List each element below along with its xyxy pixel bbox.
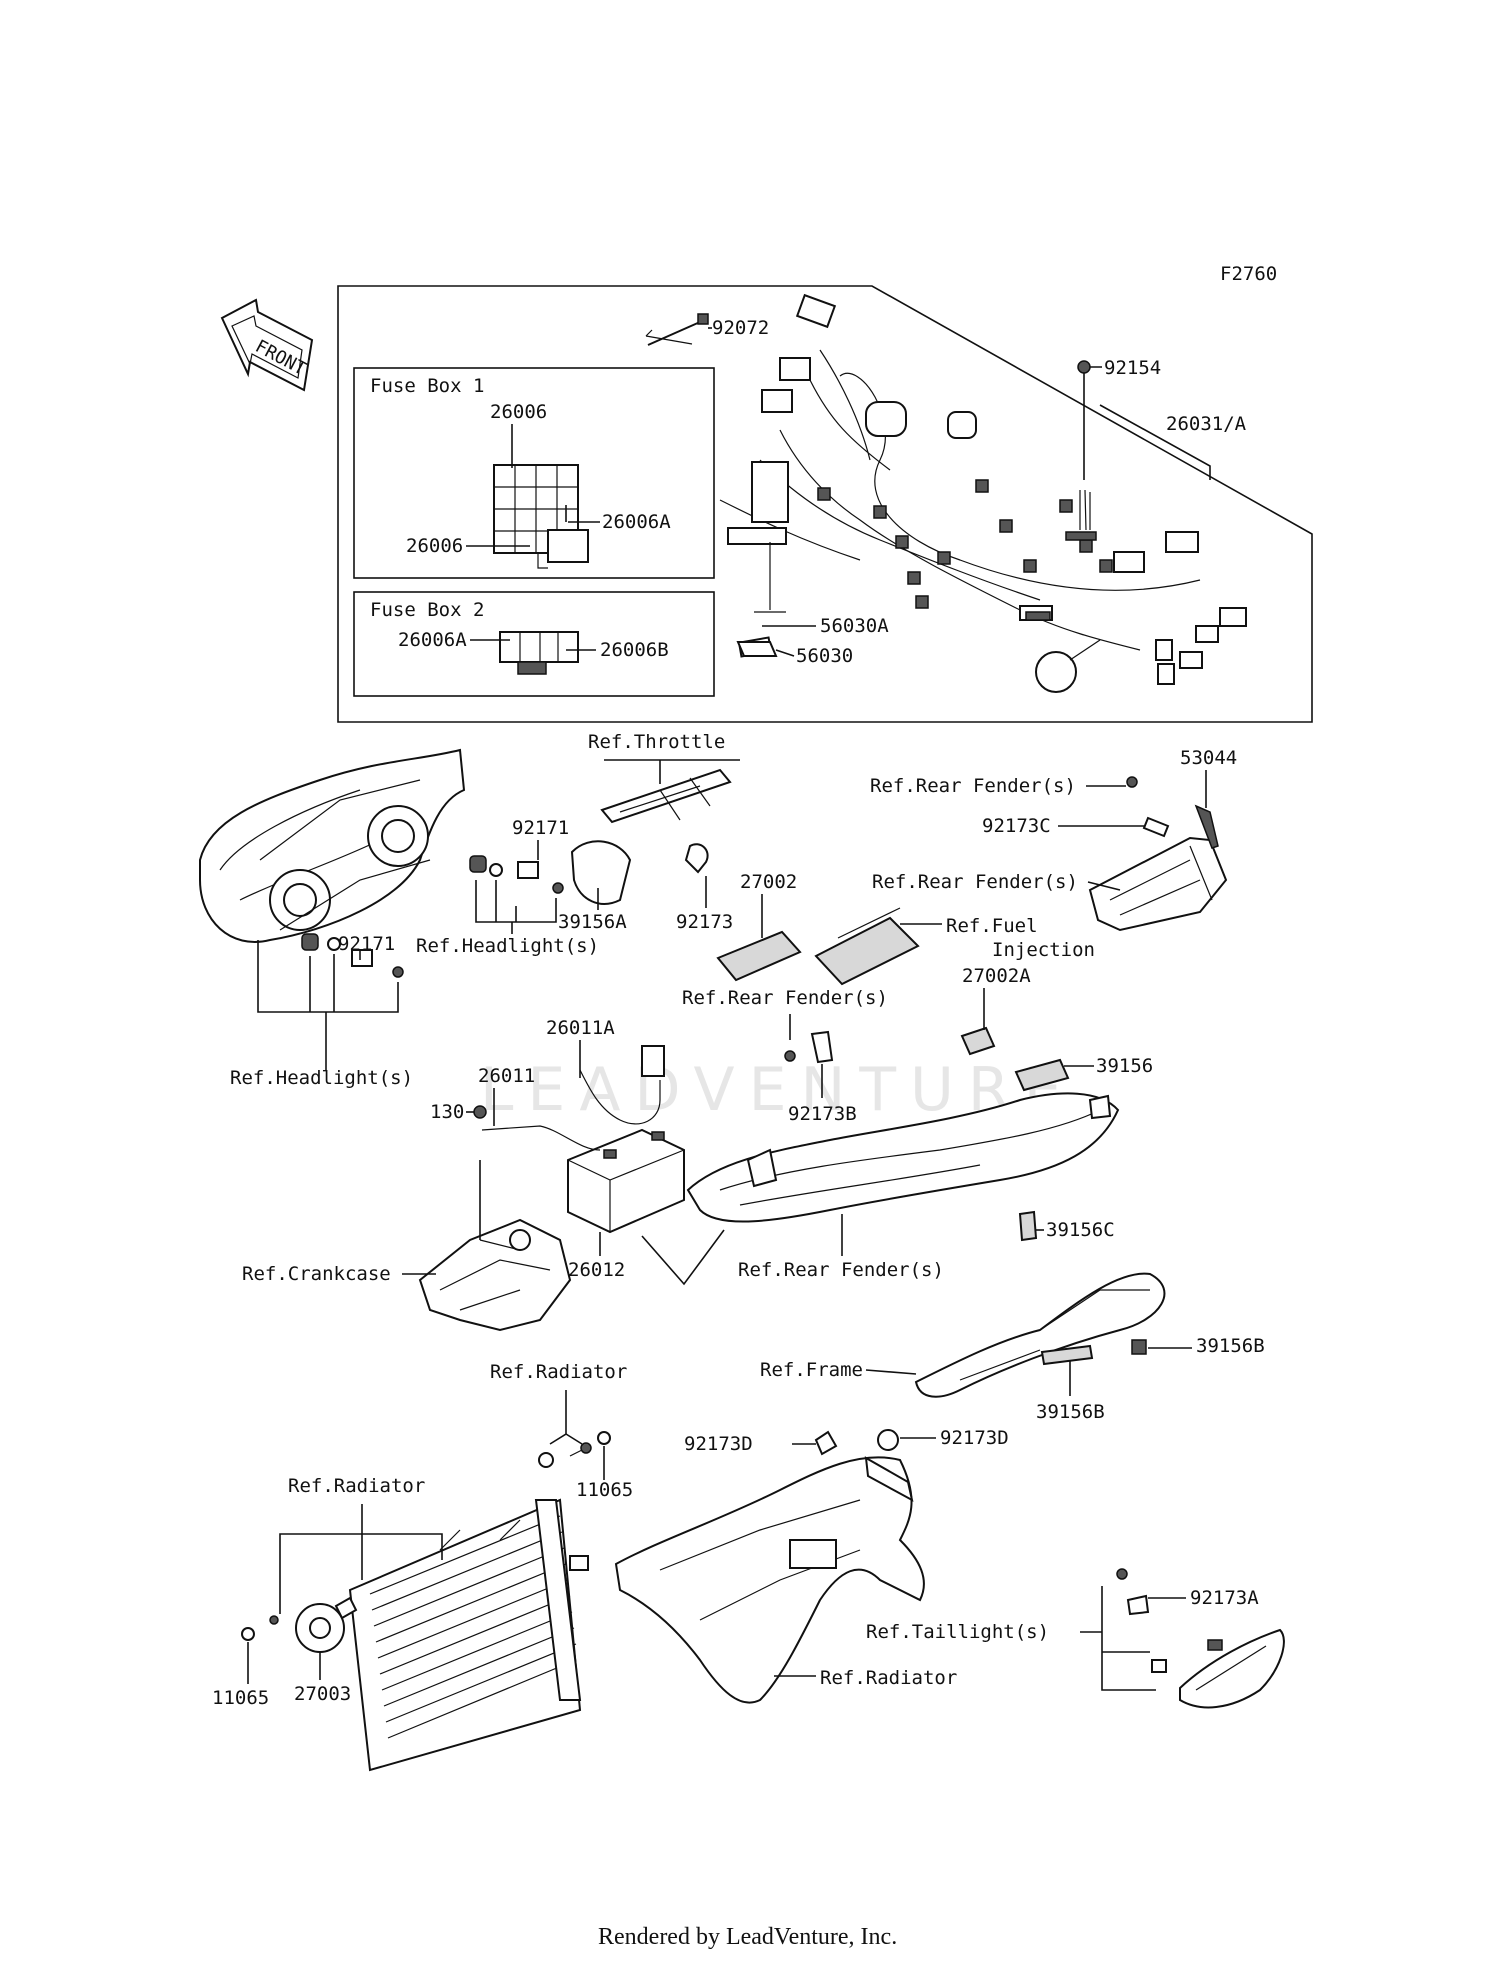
clip-graphic	[810, 1030, 834, 1064]
fuse-box-2-graphic	[499, 631, 579, 675]
label-92173: 92173	[676, 911, 733, 933]
watermark: LEADVENTURE	[480, 1055, 1076, 1125]
label-92173C: 92173C	[982, 815, 1051, 837]
leader	[279, 1504, 443, 1614]
fuse-box-2-title: Fuse Box 2	[370, 599, 484, 621]
label-92154: 92154	[1104, 357, 1161, 379]
label-39156B-right: 39156B	[1196, 1335, 1265, 1357]
label-92173A: 92173A	[1190, 1587, 1259, 1609]
label-92072: 92072	[712, 317, 769, 339]
label-92171-upper: 92171	[512, 817, 569, 839]
label-ref-crankcase: Ref.Crankcase	[242, 1263, 391, 1285]
label-ref-fuel-2: Injection	[992, 939, 1095, 961]
label-27003: 27003	[294, 1683, 351, 1705]
leader	[641, 1229, 725, 1286]
label-92173B: 92173B	[788, 1103, 857, 1125]
fuse-box-1-graphic	[493, 464, 589, 569]
label-11065-lower: 11065	[212, 1687, 269, 1709]
rear-fender-bracket-graphic	[1088, 776, 1228, 932]
label-ref-fuel-1: Ref.Fuel	[946, 915, 1038, 937]
label-27002: 27002	[740, 871, 797, 893]
label-ref-taillight: Ref.Taillight(s)	[866, 1621, 1049, 1643]
leader	[565, 505, 600, 523]
label-26011A: 26011A	[546, 1017, 615, 1039]
label-39156: 39156	[1096, 1055, 1153, 1077]
bolt-icon	[1077, 360, 1091, 374]
label-92173D-right: 92173D	[940, 1427, 1009, 1449]
headlight-graphic	[199, 748, 466, 943]
radiator-graphic	[348, 1498, 589, 1772]
label-ref-headlight-upper: Ref.Headlight(s)	[416, 935, 599, 957]
label-26006-top: 26006	[490, 401, 547, 423]
label-26012: 26012	[568, 1259, 625, 1281]
label-26031A: 26031/A	[1166, 413, 1247, 435]
label-26006A-box2: 26006A	[398, 629, 467, 651]
harness-group-frame	[337, 285, 1313, 723]
leader	[604, 759, 740, 784]
label-ref-radiator-b: Ref.Radiator	[288, 1475, 425, 1497]
frame-graphic	[914, 1272, 1166, 1398]
bolt-icon	[784, 1050, 796, 1062]
horn-graphic	[241, 1596, 358, 1653]
pad-graphic	[1018, 1210, 1038, 1242]
figure-id: F2760	[1220, 263, 1277, 285]
label-ref-radiator-c: Ref.Radiator	[820, 1667, 957, 1689]
label-92173D-left: 92173D	[684, 1433, 753, 1455]
label-56030: 56030	[796, 645, 853, 667]
pad-graphic	[1014, 1058, 1070, 1092]
battery-cable-graphic	[473, 1045, 665, 1151]
label-ref-rear-fender-b: Ref.Rear Fender(s)	[872, 871, 1078, 893]
fuse-box-1-title: Fuse Box 1	[370, 375, 484, 397]
label-92171-lower: 92171	[338, 933, 395, 955]
rear-fender-graphic	[686, 1092, 1120, 1223]
fuse-box-2-frame	[353, 591, 715, 697]
label-39156B-lower: 39156B	[1036, 1401, 1105, 1423]
label-39156A: 39156A	[558, 911, 627, 933]
throttle-sensor-graphic	[570, 768, 732, 905]
label-ref-rear-fender-d: Ref.Rear Fender(s)	[738, 1259, 944, 1281]
battery-graphic	[567, 1128, 685, 1234]
grommet-hardware-graphic	[469, 855, 564, 894]
grommet-hardware-graphic	[301, 933, 404, 978]
label-11065-upper: 11065	[576, 1479, 633, 1501]
radiator-mount-hardware-graphic	[538, 1431, 611, 1468]
leader	[549, 1390, 583, 1445]
leader	[1083, 366, 1102, 480]
label-ref-frame: Ref.Frame	[760, 1359, 863, 1381]
leader	[257, 940, 399, 1013]
leader	[1080, 1586, 1156, 1691]
label-ref-throttle: Ref.Throttle	[588, 731, 725, 753]
front-arrow-icon: FRONT	[220, 298, 314, 392]
label-26011: 26011	[478, 1065, 535, 1087]
leader	[865, 1369, 917, 1375]
label-56030A: 56030A	[820, 615, 889, 637]
label-53044: 53044	[1180, 747, 1237, 769]
inner-cover-graphic	[614, 1429, 925, 1704]
label-ref-headlight-lower: Ref.Headlight(s)	[230, 1067, 413, 1089]
fuse-box-1-frame	[353, 367, 715, 579]
label-39156C: 39156C	[1046, 1219, 1115, 1241]
taillight-graphic	[1116, 1568, 1285, 1709]
ecu-graphic	[716, 907, 920, 986]
leader	[475, 880, 557, 923]
label-27002A: 27002A	[962, 965, 1031, 987]
leader	[1099, 404, 1211, 480]
label-ref-rear-fender-a: Ref.Rear Fender(s)	[870, 775, 1076, 797]
relay-graphic	[960, 1026, 996, 1056]
wiring-harness-graphic	[645, 293, 1247, 693]
label-26006A-box1: 26006A	[602, 511, 671, 533]
label-26006-bottom: 26006	[406, 535, 463, 557]
cable-tie-graphic	[647, 313, 709, 346]
footer-credit: Rendered by LeadVenture, Inc.	[598, 1924, 897, 1950]
label-ref-rear-fender-c: Ref.Rear Fender(s)	[682, 987, 888, 1009]
leader	[402, 1160, 481, 1275]
label-plate-graphic	[736, 641, 778, 657]
leader	[775, 649, 795, 657]
label-ref-radiator-a: Ref.Radiator	[490, 1361, 627, 1383]
label-26006B: 26006B	[600, 639, 669, 661]
leader	[1087, 881, 1121, 891]
label-130: 130	[430, 1101, 464, 1123]
crankcase-graphic	[418, 1218, 572, 1332]
